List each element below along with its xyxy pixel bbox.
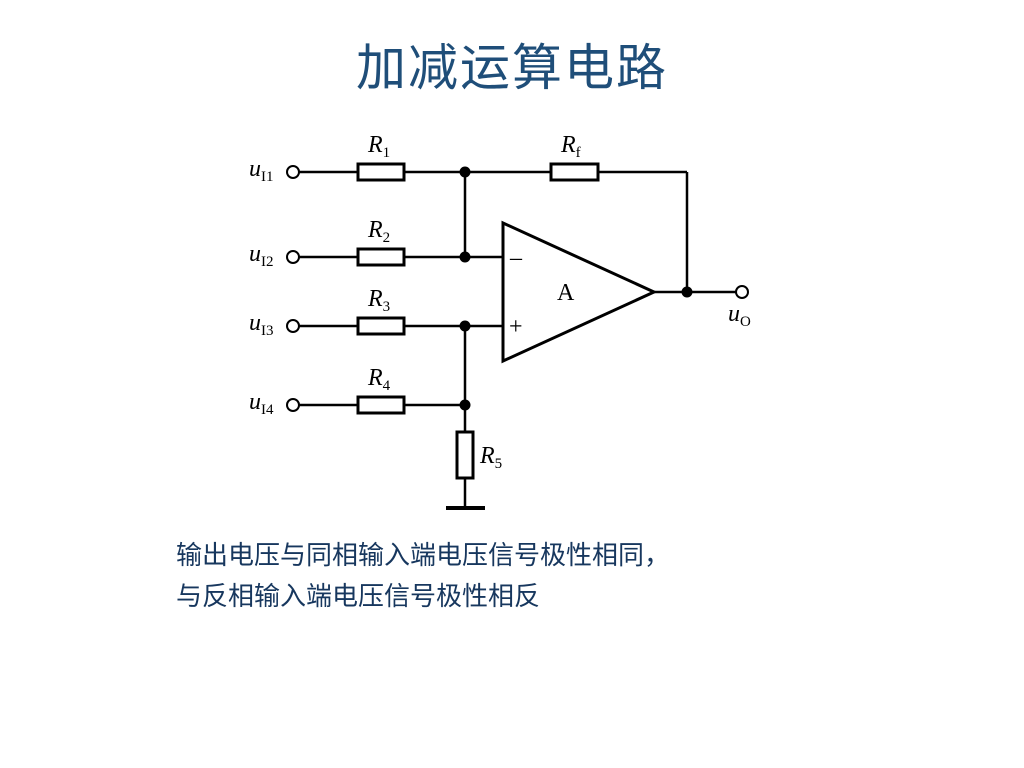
junction-output: [681, 286, 693, 298]
resistor-r3: [356, 316, 406, 336]
wires: [299, 170, 736, 507]
opamp-plus-sign: +: [509, 314, 523, 340]
label-input-3: uI3: [249, 310, 274, 339]
slide-title: 加减运算电路: [356, 39, 668, 97]
label-r5: R5: [479, 443, 502, 472]
resistor-r4: [356, 395, 406, 415]
terminal-input-1: [286, 165, 300, 179]
label-input-2: uI2: [249, 241, 274, 270]
label-r3: R3: [367, 286, 390, 315]
resistor-r2: [356, 247, 406, 267]
label-r1: R1: [367, 132, 390, 161]
label-output: uO: [728, 301, 751, 330]
resistor-r5: [455, 430, 475, 480]
terminal-input-3: [286, 319, 300, 333]
caption-line-1: 输出电压与同相输入端电压信号极性相同，: [176, 541, 671, 571]
label-r2: R2: [367, 217, 390, 246]
terminal-output: [735, 285, 749, 299]
junction-noninverting: [459, 320, 471, 332]
resistor-rf: [549, 162, 600, 182]
junction-inverting: [459, 251, 471, 263]
junction-r4-r5: [459, 399, 471, 411]
label-input-4: uI4: [249, 389, 274, 418]
label-input-1: uI1: [249, 156, 274, 185]
junction-inverting-top: [459, 166, 471, 178]
opamp-minus-sign: –: [509, 245, 523, 271]
terminal-input-4: [286, 398, 300, 412]
label-rf: Rf: [560, 132, 581, 161]
label-r4: R4: [367, 365, 391, 394]
opamp-triangle: [501, 220, 658, 364]
resistor-r1: [356, 162, 406, 182]
opamp-label: A: [557, 280, 575, 306]
terminal-input-2: [286, 250, 300, 264]
caption-line-2: 与反相输入端电压信号极性相反: [176, 582, 541, 612]
